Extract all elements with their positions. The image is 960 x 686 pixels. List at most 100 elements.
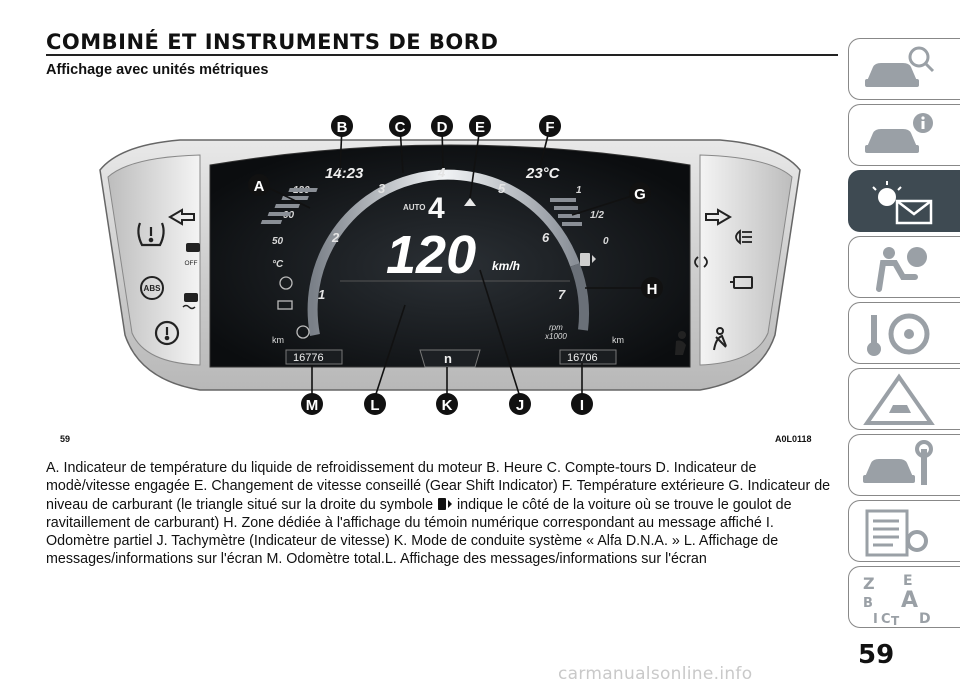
temp-unit: °C [272, 259, 284, 270]
clock-readout: 14:23 [325, 165, 364, 182]
rpm-tick-7: 7 [558, 287, 566, 302]
key-steering-wheel-icon [867, 313, 930, 356]
odometer-partial: 16706 [567, 352, 598, 364]
rpm-tick-1: 1 [318, 287, 325, 302]
engine-check-icon [730, 276, 753, 289]
callout-e: E [469, 115, 491, 137]
tab-car-search[interactable] [848, 38, 960, 100]
svg-text:F: F [545, 119, 554, 136]
tab-starting-driving[interactable] [848, 302, 960, 364]
left-warning-panel [107, 154, 201, 366]
figure-number: 59 [60, 434, 71, 444]
coolant-bar-graph [260, 188, 318, 224]
instrument-cluster-figure: ABS OFF 1 2 3 4 5 6 7 14:23 2 [60, 105, 840, 435]
warning-triangle-car-icon [863, 373, 935, 425]
tab-maintenance[interactable] [848, 434, 960, 496]
outside-temp-readout: 23°C [525, 165, 561, 182]
svg-text:I: I [873, 612, 878, 625]
svg-text:B: B [863, 596, 873, 611]
car-wrench-icon [863, 440, 933, 485]
fuel-scale-full: 1 [576, 185, 582, 196]
svg-text:J: J [516, 397, 524, 414]
temp-scale-50: 50 [272, 236, 284, 247]
page-subtitle: Affichage avec unités métriques [46, 62, 269, 78]
svg-text:B: B [337, 119, 348, 136]
svg-text:C: C [395, 119, 406, 136]
svg-text:E: E [903, 573, 913, 589]
fuel-scale-half: 1/2 [590, 210, 604, 221]
callout-a: A [248, 174, 270, 196]
caption-part-2: indique le côté de la voiture où se trou… [46, 496, 792, 568]
seatbelt-icon [713, 327, 727, 351]
fuel-bar-graph [550, 198, 582, 226]
speed-readout: 120 [386, 225, 476, 285]
callout-i: I [571, 393, 593, 415]
watermark: carmanualsonline.info [558, 664, 753, 684]
tpms-icon [137, 222, 165, 247]
callout-h: H [641, 277, 663, 299]
svg-text:Z: Z [863, 574, 875, 593]
svg-text:L: L [370, 397, 379, 414]
drive-mode-indicator: n [444, 351, 452, 366]
abs-icon: ABS [140, 276, 164, 300]
tab-car-info[interactable] [848, 104, 960, 166]
rpm-label: rpm [549, 323, 563, 332]
rpm-tick-6: 6 [542, 230, 550, 245]
right-warning-panel [699, 154, 793, 366]
airbag-seat-icon [876, 247, 927, 292]
callout-m: M [301, 393, 323, 415]
fuel-scale-empty: 0 [603, 236, 609, 247]
fog-light-icon [694, 256, 708, 268]
page-number: 59 [858, 640, 895, 670]
brake-pad-icon [279, 276, 293, 290]
esc-icon [182, 293, 198, 310]
svg-text:K: K [442, 397, 453, 414]
svg-text:D: D [919, 611, 931, 625]
rpm-tick-2: 2 [331, 230, 340, 245]
svg-text:C: C [881, 612, 891, 625]
checklist-gear-icon [865, 509, 928, 557]
tab-index[interactable]: Z E B A I C T D [848, 566, 960, 628]
callout-c: C [389, 115, 411, 137]
odometer-total: 16776 [293, 352, 324, 364]
warning-light-message-icon [872, 181, 933, 225]
rear-defrost-icon [277, 300, 293, 310]
airbag-warning-icon [675, 331, 686, 355]
callout-l: L [364, 393, 386, 415]
service-icon [296, 325, 310, 339]
speed-unit: km/h [492, 259, 520, 273]
alphabet-index-icon: Z E B A I C T D [863, 573, 931, 625]
svg-text:M: M [306, 397, 319, 414]
high-beam-icon [735, 229, 752, 245]
callout-d: D [431, 115, 453, 137]
svg-text:ABS: ABS [144, 284, 162, 293]
title-rule [46, 54, 838, 56]
tachometer-ring [307, 169, 580, 336]
callout-g: G [629, 182, 651, 204]
brake-warning-icon [154, 320, 180, 346]
svg-text:E: E [475, 119, 485, 136]
tab-emergency[interactable] [848, 368, 960, 430]
tab-airbag[interactable] [848, 236, 960, 298]
odometer-unit-left: km [272, 335, 284, 345]
svg-text:A: A [901, 588, 918, 613]
svg-text:T: T [891, 614, 900, 625]
figure-caption: A. Indicateur de température du liquide … [46, 459, 841, 569]
car-info-icon [865, 113, 933, 153]
svg-text:I: I [580, 397, 584, 414]
svg-text:D: D [437, 119, 448, 136]
callout-f: F [539, 115, 561, 137]
rpm-tick-3: 3 [378, 181, 386, 196]
callout-j: J [509, 393, 531, 415]
tab-technical-data[interactable] [848, 500, 960, 562]
gear-mode-label: AUTO [403, 203, 426, 212]
fuel-pump-icon [580, 253, 596, 266]
odometer-unit-right: km [612, 335, 624, 345]
tab-warning-lights[interactable] [848, 170, 960, 232]
callout-k: K [436, 393, 458, 415]
page-title: COMBINÉ ET INSTRUMENTS DE BORD [46, 30, 499, 54]
svg-text:A: A [254, 178, 265, 195]
svg-text:G: G [634, 186, 646, 203]
gear-indicator: 4 [428, 192, 445, 225]
left-turn-signal-icon [168, 208, 195, 226]
